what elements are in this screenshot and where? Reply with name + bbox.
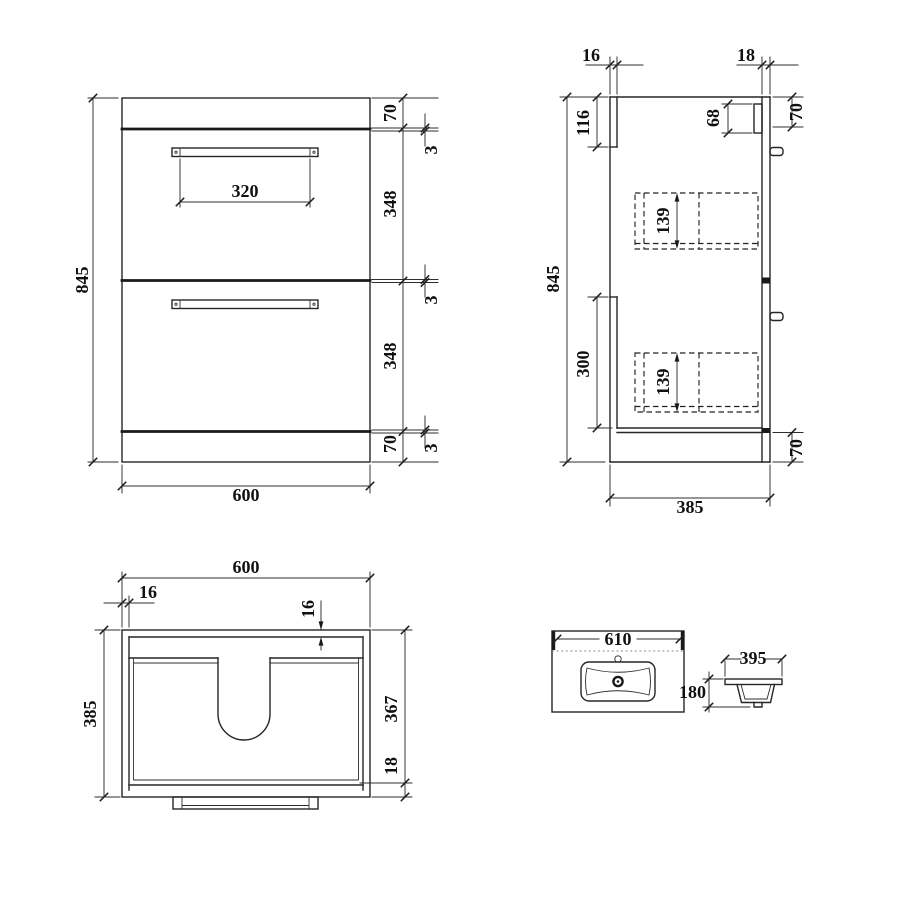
plan-dim-side-wall: 16 xyxy=(103,582,157,628)
basin-bowl-section xyxy=(736,683,776,704)
side-plinth-mark xyxy=(762,428,770,433)
side-depth-label: 385 xyxy=(677,497,704,517)
basin-dim-height: 180 xyxy=(679,671,751,713)
side-dim-top-rail: 70 xyxy=(772,92,806,132)
side-plinth-label: 70 xyxy=(786,439,806,457)
front-dim-height: 845 xyxy=(72,93,119,467)
front-gap-mid-label: 3 xyxy=(421,296,441,305)
side-drawer-gap-mark xyxy=(762,277,770,284)
plan-width-label: 600 xyxy=(233,557,260,577)
side-dim-depth: 385 xyxy=(605,464,775,517)
front-bottomrail-label: 70 xyxy=(380,435,400,453)
side-top-rail-label: 70 xyxy=(786,103,806,121)
basin-rim xyxy=(724,678,783,686)
front-width-label: 600 xyxy=(233,485,260,505)
plan-depth-label: 385 xyxy=(80,701,100,728)
side-height-label: 845 xyxy=(543,266,563,293)
plan-front-panel-label: 18 xyxy=(381,757,401,775)
side-dim-back-opening: 300 xyxy=(573,292,613,433)
side-back-panel-label: 16 xyxy=(582,45,600,65)
front-gap-top-label: 3 xyxy=(421,146,441,155)
side-dim-height: 845 xyxy=(543,92,606,467)
side-handle2 xyxy=(769,311,784,322)
front-height-label: 845 xyxy=(72,267,92,294)
side-back-rail-label: 116 xyxy=(573,110,593,136)
basin-bowl-outline xyxy=(580,661,656,702)
side-drawer1-box-label: 139 xyxy=(653,208,673,235)
front-toprail-label: 70 xyxy=(380,104,400,122)
plan-dim-back-panel: 16 xyxy=(298,600,324,651)
front-dim-width: 600 xyxy=(117,464,375,505)
plan-handle xyxy=(172,796,319,810)
basin-top-view: 610 xyxy=(551,629,685,713)
basin-top-outline xyxy=(551,630,685,713)
basin-waste-outlet xyxy=(753,701,763,708)
basin-side-depth-label: 395 xyxy=(740,648,767,668)
side-front-panel-label: 18 xyxy=(737,45,755,65)
side-view: 139 139 16 18 xyxy=(543,45,806,517)
front-dim-chain: 70 348 348 70 3 3 3 xyxy=(371,93,441,467)
plan-cabinet-outline xyxy=(121,629,371,798)
side-handle1 xyxy=(769,146,784,157)
plan-view: 600 16 16 385 xyxy=(80,557,413,810)
side-dim-back-panel: 16 xyxy=(582,45,644,95)
plan-dim-depth: 385 xyxy=(80,625,121,802)
front-drawer1-label: 348 xyxy=(380,191,400,218)
plan-dim-internal: 367 18 xyxy=(359,625,413,802)
side-back-opening-label: 300 xyxy=(573,351,593,378)
front-drawer1-handle xyxy=(171,147,319,158)
front-dim-handle: 320 xyxy=(175,158,315,208)
plan-internal-depth-label: 367 xyxy=(381,696,401,723)
side-dim-front-panel: 18 xyxy=(736,45,799,95)
basin-bowl-slope xyxy=(585,667,651,696)
front-drawer2-label: 348 xyxy=(380,343,400,370)
basin-side-view: 395 180 xyxy=(679,648,787,713)
side-drawer2-hidden-box: 139 xyxy=(634,352,759,413)
basin-waste-hole xyxy=(612,675,624,688)
side-front-rail-label: 68 xyxy=(703,109,723,127)
basin-tap-hole xyxy=(614,655,622,663)
front-view: 845 600 320 xyxy=(72,93,441,505)
plan-back-panel-label: 16 xyxy=(298,600,318,618)
basin-top-width-label: 610 xyxy=(605,629,632,649)
front-gap-bottom-label: 3 xyxy=(421,444,441,453)
side-drawer2-box-label: 139 xyxy=(653,369,673,396)
front-drawer2-handle xyxy=(171,299,319,310)
side-dim-plinth: 70 xyxy=(772,427,806,467)
plan-dim-width: 600 xyxy=(117,557,375,628)
front-handle-label: 320 xyxy=(232,181,259,201)
side-drawer1-hidden-box: 139 xyxy=(634,192,759,250)
plan-plumbing-cutout xyxy=(217,657,271,741)
basin-height-label: 180 xyxy=(679,682,706,702)
plan-side-wall-label: 16 xyxy=(139,582,157,602)
side-front-rail xyxy=(753,103,763,134)
side-dim-front-rail: 68 xyxy=(703,99,753,138)
